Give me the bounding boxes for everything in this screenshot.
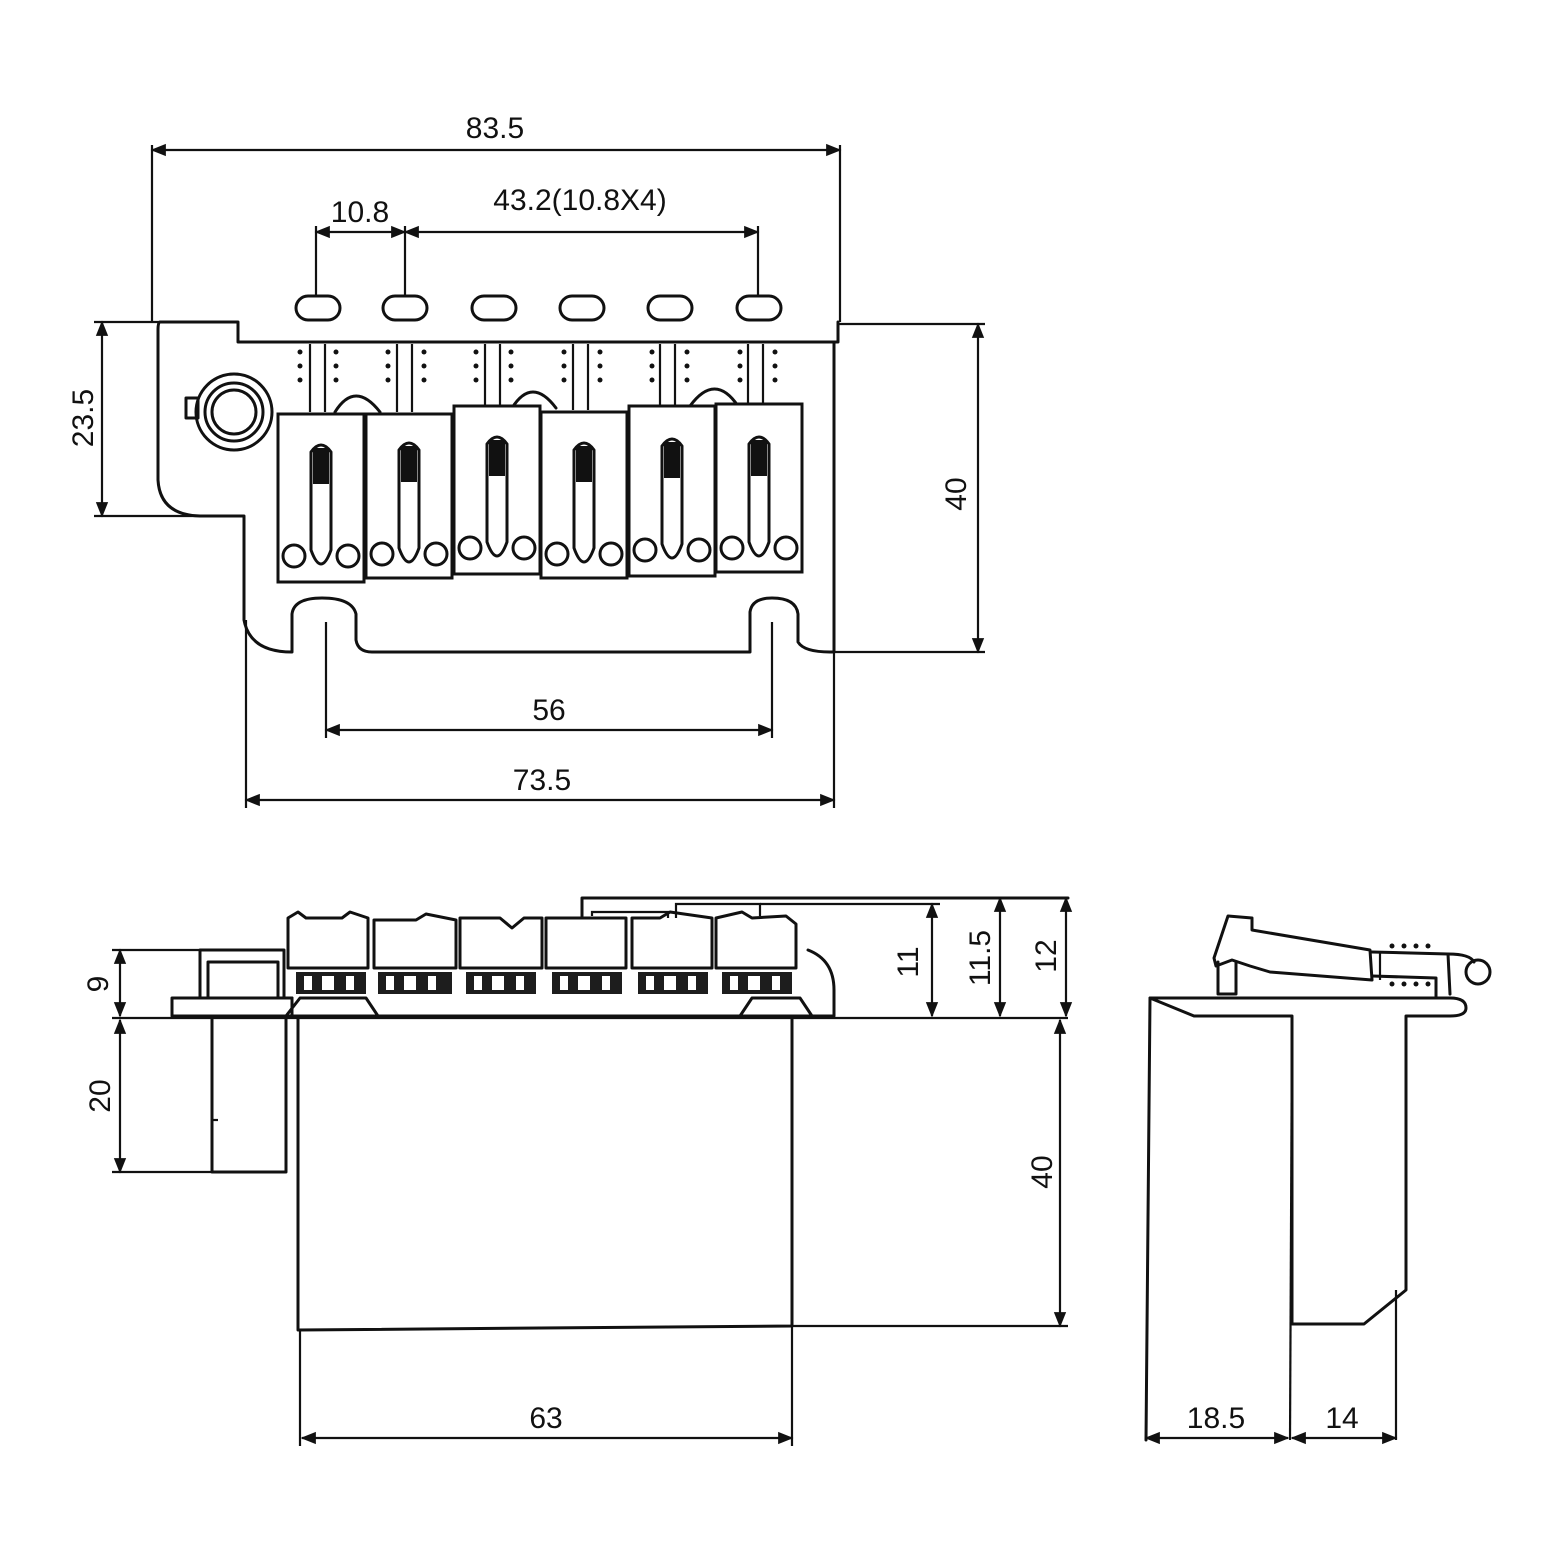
dim-saddle-pitch: 10.8: [331, 196, 389, 229]
dim-saddle-h3: 12: [1030, 939, 1063, 972]
dim-top-width: 83.5: [466, 112, 524, 145]
dim-saddle-h1: 11: [892, 946, 925, 977]
front-view: [170, 896, 1070, 1332]
dim-bridge-height: 9: [82, 976, 115, 993]
top-view: [156, 294, 840, 654]
dim-block-height: 40: [1026, 1155, 1059, 1188]
dim-screw-spacing: 56: [532, 694, 565, 727]
dim-saddle-h2: 11.5: [964, 930, 997, 986]
dim-saddle-span: 43.2(10.8X4): [493, 184, 666, 217]
dim-total-depth: 40: [940, 477, 973, 510]
dim-plate-height: 23.5: [67, 389, 100, 447]
string-pins: [294, 294, 783, 322]
dim-block-width: 63: [529, 1402, 562, 1435]
intonation-screws: [297, 344, 778, 414]
top-dimensions: 83.5 10.8 43.2(10.8X4) 23.5 40 56 73.5: [67, 112, 985, 808]
dim-plate-width: 73.5: [513, 764, 571, 797]
dim-side-depth-a: 18.5: [1187, 1402, 1245, 1435]
saddles-front: [286, 910, 798, 994]
front-dimensions: 9 20 11 11.5 12 40 63: [82, 896, 1073, 1446]
arm-socket: [184, 372, 274, 452]
base-plate-outline: [156, 320, 840, 654]
side-dimensions: 18.5 14: [1144, 1402, 1398, 1445]
side-view: [1144, 914, 1492, 1442]
dim-block-drop: 20: [84, 1079, 117, 1112]
dim-side-depth-b: 14: [1325, 1402, 1358, 1435]
saddles-top: [276, 402, 804, 584]
